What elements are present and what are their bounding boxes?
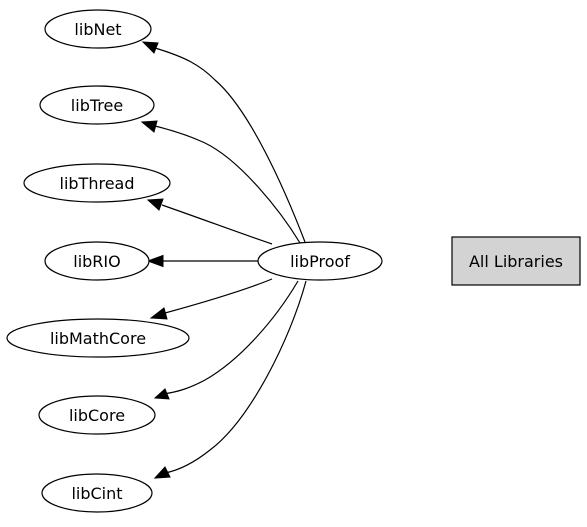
arrowhead-tree: [140, 120, 158, 133]
node-libcore[interactable]: libCore: [38, 395, 156, 435]
arrowhead-core: [153, 388, 170, 400]
node-label: libThread: [60, 174, 135, 193]
arrowhead-cint: [153, 466, 171, 479]
edge-proof-cint: [164, 280, 307, 474]
arrowhead-mathcore: [149, 307, 168, 320]
arrowhead-thread: [146, 198, 164, 211]
all-libraries-label: All Libraries: [469, 252, 563, 271]
node-libnet[interactable]: libNet: [44, 9, 152, 49]
edge-proof-thread: [161, 204, 273, 245]
node-label: libTree: [71, 96, 123, 115]
node-libmathcore[interactable]: libMathCore: [6, 318, 190, 358]
edge-proof-core: [162, 280, 299, 395]
edge-proof-mathcore: [164, 278, 273, 314]
node-libthread[interactable]: libThread: [23, 163, 171, 203]
arrowhead-rio: [146, 254, 164, 268]
arrowhead-net: [141, 41, 159, 54]
node-label: libCint: [71, 484, 122, 503]
node-label: libMathCore: [50, 329, 146, 348]
node-librio[interactable]: libRIO: [44, 241, 150, 281]
node-label: libRIO: [73, 252, 120, 271]
node-label: libNet: [74, 20, 121, 39]
node-label: libCore: [69, 406, 125, 425]
node-libtree[interactable]: libTree: [39, 85, 155, 125]
edge-proof-net: [154, 47, 306, 243]
all-libraries-button[interactable]: All Libraries: [451, 236, 581, 286]
edge-proof-tree: [154, 125, 301, 244]
node-label: libProof: [290, 252, 350, 271]
node-libcint[interactable]: libCint: [41, 473, 153, 513]
node-libproof[interactable]: libProof: [257, 241, 383, 281]
